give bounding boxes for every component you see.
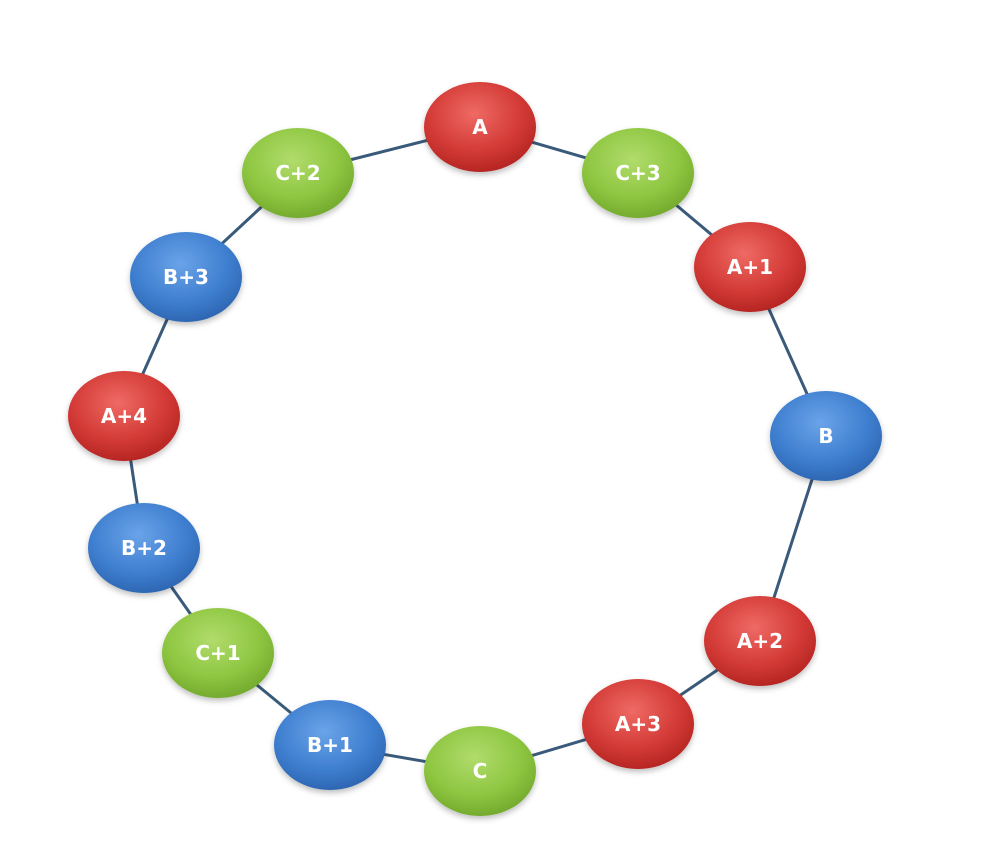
node-label: C+1 <box>195 641 240 665</box>
node-label: A+1 <box>727 255 773 279</box>
node-label: C+2 <box>275 161 320 185</box>
node-ellipse <box>274 700 386 790</box>
node-label: B+1 <box>307 733 353 757</box>
node-ellipse <box>424 726 536 816</box>
node-b-plus-1: B+1 <box>274 700 386 790</box>
node-ellipse <box>770 391 882 481</box>
node-ellipse <box>162 608 274 698</box>
node-b-plus-3: B+3 <box>130 232 242 322</box>
node-ellipse <box>694 222 806 312</box>
node-a-plus-4: A+4 <box>68 371 180 461</box>
node-a-plus-1: A+1 <box>694 222 806 312</box>
node-b: B <box>770 391 882 481</box>
node-ellipse <box>424 82 536 172</box>
node-label: B+3 <box>163 265 209 289</box>
node-label: C+3 <box>615 161 660 185</box>
node-label: A <box>472 115 488 139</box>
node-a-plus-3: A+3 <box>582 679 694 769</box>
node-c: C <box>424 726 536 816</box>
node-a: A <box>424 82 536 172</box>
node-label: A+3 <box>615 712 661 736</box>
node-ellipse <box>582 128 694 218</box>
node-c-plus-1: C+1 <box>162 608 274 698</box>
node-ellipse <box>582 679 694 769</box>
node-a-plus-2: A+2 <box>704 596 816 686</box>
node-ellipse <box>242 128 354 218</box>
node-label: B+2 <box>121 536 167 560</box>
node-b-plus-2: B+2 <box>88 503 200 593</box>
node-label: A+4 <box>101 404 147 428</box>
node-c-plus-2: C+2 <box>242 128 354 218</box>
node-c-plus-3: C+3 <box>582 128 694 218</box>
node-label: A+2 <box>737 629 783 653</box>
node-ellipse <box>130 232 242 322</box>
node-label: C <box>473 759 488 783</box>
node-label: B <box>818 424 833 448</box>
node-ellipse <box>88 503 200 593</box>
node-ellipse <box>704 596 816 686</box>
nodes-layer: A C+3A+1B A+2A+3C B+1 C+1 B+2 A+4 B+3 C+2 <box>68 82 882 816</box>
node-ellipse <box>68 371 180 461</box>
